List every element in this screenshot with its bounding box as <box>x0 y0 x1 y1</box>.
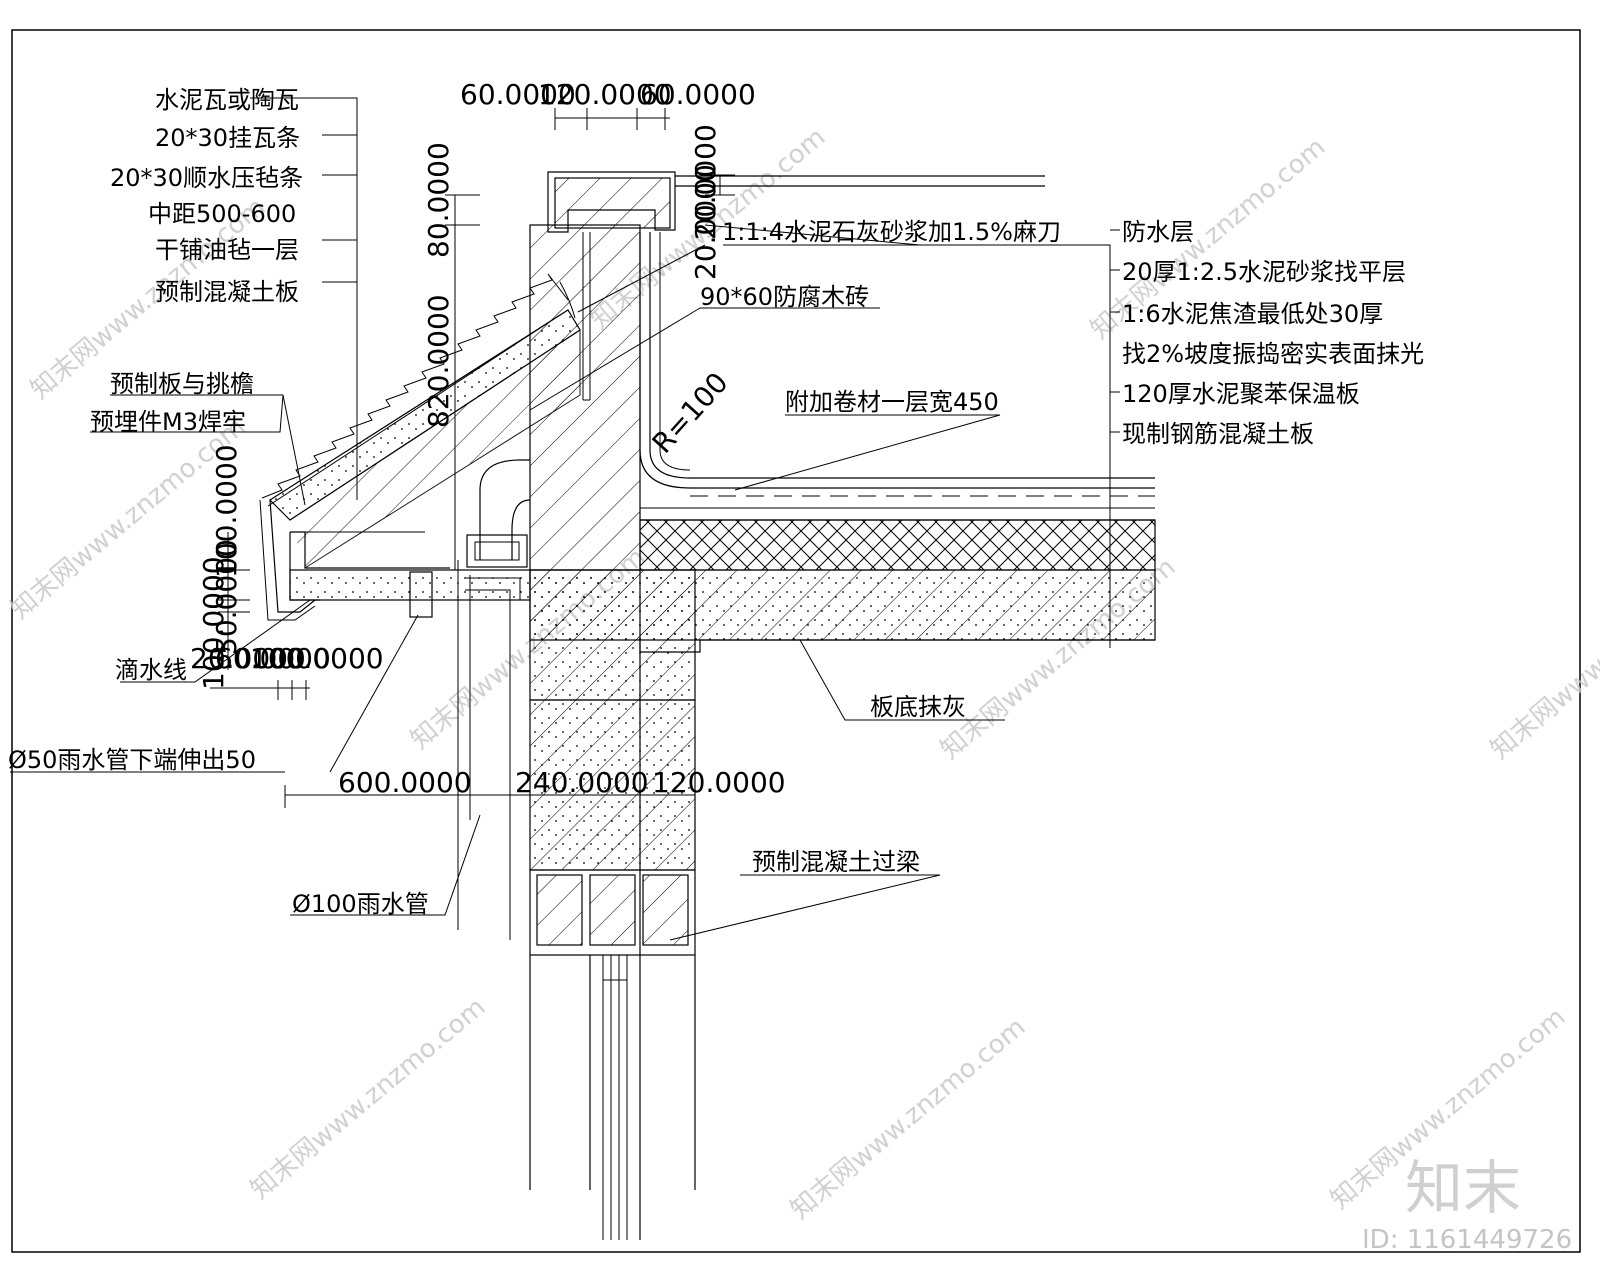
dim-text: 20.0000 <box>190 642 306 675</box>
membrane-upturn <box>649 232 1155 479</box>
lintel-block <box>589 874 636 946</box>
watermark-text: 知末网www.znzmo.com <box>1485 552 1600 765</box>
lintel-frame <box>529 869 696 956</box>
dim-text: 100.0000 <box>197 556 230 690</box>
dim-text: 60.0000 <box>215 642 331 675</box>
watermark-text: 知末网www.znzmo.com <box>245 992 491 1205</box>
leader-lines <box>10 97 1120 941</box>
right-label: 现制钢筋混凝土板 <box>1122 420 1314 448</box>
dim-text: 600.0000 <box>338 766 472 799</box>
callout-pipe-50: Ø50雨水管下端伸出50 <box>8 746 256 774</box>
callout-drip: 滴水线 <box>115 656 187 684</box>
callout-slab-weld: 预埋件M3焊牢 <box>90 408 246 436</box>
right-label: 找2%坡度振捣密实表面抹光 <box>1122 340 1424 368</box>
callout-pipe-100: Ø100雨水管 <box>292 890 429 918</box>
lintel-block <box>536 874 583 946</box>
gutter-box-inner <box>474 541 520 561</box>
lintel-block <box>642 874 689 946</box>
dim-text: 50.0000 <box>210 539 243 655</box>
parapet-coping <box>547 171 676 233</box>
callout-radius: R=100 <box>646 366 735 460</box>
dim-text: 120.0000 <box>538 78 672 111</box>
left-label: 干铺油毡一层 <box>155 236 299 264</box>
drainpipe-line <box>465 577 530 601</box>
right-label: 1:6水泥焦渣最低处30厚 <box>1122 300 1383 328</box>
dim-text: 20.0000 <box>689 164 722 280</box>
dim-text: 80.0000 <box>422 142 455 258</box>
insulation-layer <box>639 519 1156 571</box>
dim-text: 120.0000 <box>652 766 786 799</box>
right-label: 20厚1:2.5水泥砂浆找平层 <box>1122 258 1406 286</box>
dim-text: 60.0000 <box>640 78 756 111</box>
callout-extra-membrane: 附加卷材一层宽450 <box>785 388 999 416</box>
brand-id: ID: 1161449726 <box>1362 1225 1572 1255</box>
dim-text: 820.0000 <box>422 294 455 428</box>
pipe-50 <box>409 571 433 618</box>
roof-slope-slab <box>289 329 581 569</box>
dim-text: 20.0000 <box>689 124 722 240</box>
watermark-text: 知末网www.znzmo.com <box>785 1012 1031 1225</box>
left-label: 水泥瓦或陶瓦 <box>155 86 299 114</box>
callout-ceiling: 板底抹灰 <box>870 693 966 721</box>
parapet-cap <box>554 177 671 229</box>
gutter-box <box>466 534 528 568</box>
right-label: 120厚水泥聚苯保温板 <box>1122 380 1360 408</box>
drainpipe-line <box>465 589 511 940</box>
dim-text: 240.0000 <box>515 766 649 799</box>
dim-text: 100.0000 <box>210 444 243 578</box>
left-label: 预制混凝土板 <box>155 278 299 306</box>
dim-text: 60.0000 <box>460 78 576 111</box>
wall-dots <box>530 570 695 870</box>
internal-gutter <box>511 499 531 560</box>
right-label: 防水层 <box>1122 218 1194 246</box>
eave-gutter-lip <box>269 499 316 613</box>
roof-tiles <box>261 273 569 507</box>
callout-slab-weld: 预制板与挑檐 <box>110 370 254 398</box>
left-label: 20*30顺水压毡条 <box>110 164 303 192</box>
dim-text: 100.0000 <box>250 642 384 675</box>
left-label: 20*30挂瓦条 <box>155 124 300 152</box>
callout-mortar: 1:1:4水泥石灰砂浆加1.5%麻刀 <box>722 218 1061 246</box>
drawing-frame <box>11 29 1581 1253</box>
callout-wood-brick: 90*60防腐木砖 <box>700 283 869 311</box>
dimension-lines <box>210 108 735 808</box>
membrane-upturn <box>659 232 691 471</box>
brand-logo: 知末 <box>1405 1154 1521 1222</box>
roof-ridge-detail <box>559 281 576 319</box>
callout-lintel: 预制混凝土过梁 <box>752 848 920 876</box>
left-label: 中距500-600 <box>148 200 296 228</box>
internal-gutter <box>479 459 530 560</box>
membrane-upturn <box>639 232 691 489</box>
